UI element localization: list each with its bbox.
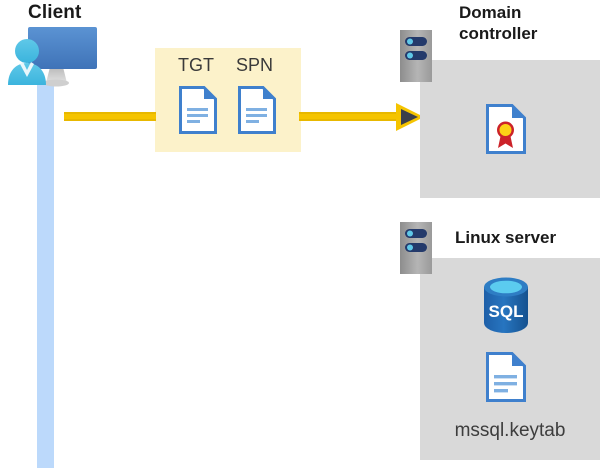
flow-arrow-segment-left [64,112,156,121]
client-lifeline [37,85,54,468]
message-label-tgt: TGT [178,55,214,75]
client-label: Client [28,2,82,23]
flow-arrow-segment-right [299,112,399,121]
server-rack-icon-linux-server [400,222,432,274]
domain-controller-title: Domain controller [459,2,599,45]
sql-badge-text: SQL [489,302,524,321]
document-icon-keytab [486,352,526,402]
keytab-filename-label: mssql.keytab [454,420,566,441]
document-icon-spn [238,86,276,134]
sql-database-icon: SQL [481,277,531,333]
user-with-monitor-icon [5,23,101,91]
message-band [155,48,301,152]
domain-controller-title-line1: Domain [459,3,522,22]
linux-server-title: Linux server [455,228,557,247]
flow-arrow-head-icon [395,101,425,133]
domain-controller-title-line2: controller [459,24,538,44]
server-rack-icon-domain-controller [400,30,432,82]
document-icon-tgt [179,86,217,134]
message-label-spn: SPN [236,55,274,75]
certificate-document-icon [486,104,526,154]
